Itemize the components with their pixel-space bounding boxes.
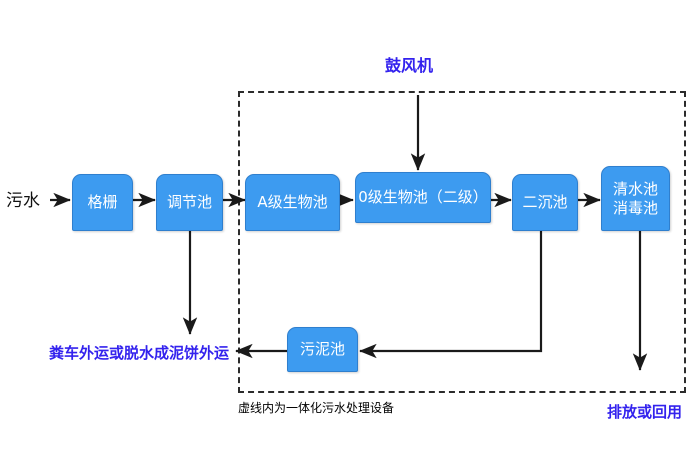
node-secondary-clarifier-label: 二沉池 — [522, 193, 568, 212]
inlet-label: 污水 — [6, 191, 40, 211]
node-equalization-label: 调节池 — [166, 193, 212, 212]
node-a-stage-bio[interactable]: A级生物池 — [245, 174, 340, 231]
sludge-outlet-label: 粪车外运或脱水成泥饼外运 — [49, 344, 230, 362]
node-secondary-clarifier[interactable]: 二沉池 — [512, 174, 578, 231]
node-sludge-tank-label: 污泥池 — [299, 340, 345, 359]
frame-caption: 虚线内为一体化污水处理设备 — [238, 401, 395, 415]
node-o-stage-bio[interactable]: 0级生物池（二级） — [355, 172, 491, 223]
node-disinfect-label: 消毒池 — [612, 198, 658, 217]
node-grating-label: 格栅 — [87, 193, 118, 212]
node-o-stage-bio-label: 0级生物池（二级） — [358, 188, 488, 207]
node-a-stage-bio-label: A级生物池 — [257, 193, 328, 212]
effluent-outlet-label: 排放或回用 — [607, 403, 683, 421]
node-grating[interactable]: 格栅 — [72, 174, 133, 231]
blower-label: 鼓风机 — [385, 56, 434, 75]
node-sludge-tank[interactable]: 污泥池 — [287, 327, 358, 372]
node-equalization[interactable]: 调节池 — [156, 174, 223, 231]
node-clearwater-label: 清水池 — [612, 179, 658, 198]
integrated-equipment-boundary — [238, 91, 686, 393]
node-clearwater-disinfect[interactable]: 清水池 消毒池 — [601, 166, 670, 231]
